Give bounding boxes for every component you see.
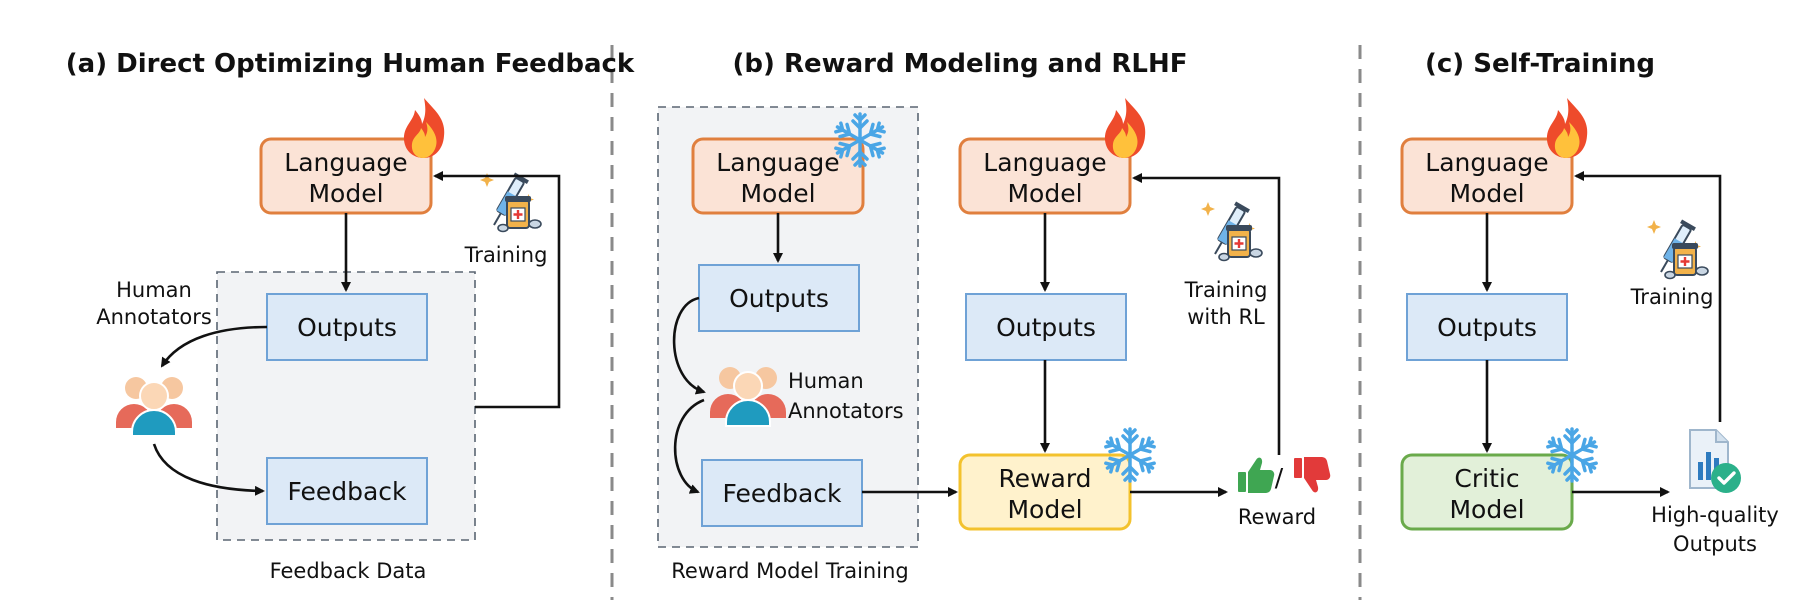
- arrow-annotators-to-feedback-b: [673, 398, 705, 494]
- feedback-data-label: Feedback Data: [270, 559, 427, 583]
- thumbs-down-icon: [1294, 457, 1331, 493]
- language-model-policy-label-2: Model: [1007, 179, 1082, 208]
- reward-model-training-label: Reward Model Training: [671, 559, 908, 583]
- training-with-rl-label-2: with RL: [1187, 305, 1265, 329]
- people-icon: [115, 376, 193, 437]
- flame-icon: [1104, 98, 1146, 158]
- syringe-medicine-icon: [478, 171, 543, 233]
- arrow-training-loop: [433, 171, 561, 409]
- training-with-rl-label-1: Training: [1184, 278, 1268, 302]
- panel-c: (c) Self-Training Language Model Outputs…: [1400, 49, 1779, 556]
- arrow-self-training-loop: [1574, 171, 1722, 422]
- language-model-frozen-label-2: Model: [740, 179, 815, 208]
- reward-slash: /: [1275, 463, 1284, 492]
- flame-icon: [403, 98, 445, 158]
- outputs-box: [266, 293, 428, 361]
- high-quality-outputs-label-1: High-quality: [1651, 503, 1779, 527]
- syringe-medicine-icon: [1645, 218, 1710, 280]
- reward-model-label-2: Model: [1007, 495, 1082, 524]
- language-model-label-1-c: Language: [1425, 148, 1548, 177]
- panel-a: (a) Direct Optimizing Human Feedback Fee…: [66, 49, 635, 583]
- panel-c-title: (c) Self-Training: [1425, 49, 1655, 79]
- arrow-outputs-to-annotators-b: [672, 296, 706, 395]
- language-model-label-2-c: Model: [1449, 179, 1524, 208]
- outputs-label-rm: Outputs: [729, 284, 829, 313]
- thumbs-up-icon: [1238, 457, 1275, 493]
- language-model-label-2: Model: [308, 179, 383, 208]
- people-icon: [709, 366, 787, 427]
- language-model-frozen-label-1: Language: [716, 148, 839, 177]
- language-model-policy-label-1: Language: [983, 148, 1106, 177]
- human-annotators-label-1-b: Human: [788, 369, 864, 393]
- human-annotators-label-2: Annotators: [96, 305, 212, 329]
- reward-model-label-1: Reward: [998, 464, 1091, 493]
- reward-label: Reward: [1238, 505, 1316, 529]
- outputs-label-policy: Outputs: [996, 313, 1096, 342]
- training-label: Training: [464, 243, 548, 267]
- flame-icon: [1546, 98, 1588, 158]
- arrow-rl-training-loop: [1132, 173, 1281, 455]
- feedback-label-rm: Feedback: [722, 479, 842, 508]
- human-annotators-label-2-b: Annotators: [788, 399, 904, 423]
- critic-model-label-2: Model: [1449, 495, 1524, 524]
- arrow-outputs-to-annotators: [160, 325, 268, 368]
- syringe-medicine-icon: [1199, 200, 1264, 262]
- outputs-box-c: [1406, 293, 1568, 361]
- outputs-label: Outputs: [297, 313, 397, 342]
- language-model-label-1: Language: [284, 148, 407, 177]
- feedback-box-rm: [701, 459, 863, 527]
- outputs-box-policy: [965, 293, 1127, 361]
- human-annotators-label-1: Human: [116, 278, 192, 302]
- outputs-label-c: Outputs: [1437, 313, 1537, 342]
- feedback-label: Feedback: [287, 477, 407, 506]
- outputs-box-rm: [698, 264, 860, 332]
- high-quality-outputs-label-2: Outputs: [1673, 532, 1757, 556]
- panel-a-title: (a) Direct Optimizing Human Feedback: [66, 49, 635, 79]
- panel-b: (b) Reward Modeling and RLHF Reward Mode…: [657, 49, 1331, 583]
- critic-model-label-1: Critic: [1454, 464, 1519, 493]
- document-chart-check-icon: [1688, 428, 1743, 495]
- training-label-c: Training: [1630, 285, 1714, 309]
- arrow-annotators-to-feedback: [152, 443, 265, 496]
- feedback-box: [266, 457, 428, 525]
- panel-b-title: (b) Reward Modeling and RLHF: [733, 49, 1188, 79]
